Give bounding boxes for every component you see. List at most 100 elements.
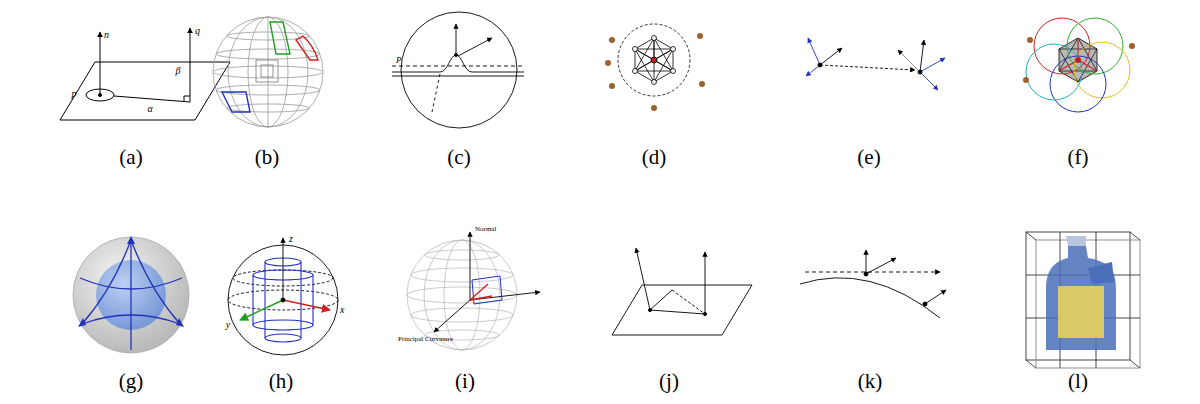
surface-bump-c-part	[392, 76, 524, 77]
curve-tangent-k-part	[866, 250, 867, 274]
wireframe-sphere-b-part	[296, 36, 318, 60]
wireframe-sphere-b-part	[248, 17, 288, 127]
local-frame-sphere-i-part	[407, 240, 517, 350]
plane-geometry-a-part	[100, 32, 101, 95]
panel-label: (d)	[642, 147, 667, 168]
vector-symbol: q	[195, 26, 200, 36]
voxel-grid-l-part	[1046, 246, 1116, 350]
axis-label: y	[226, 320, 230, 330]
axes-sphere-h-part	[283, 238, 284, 300]
panel-label: (b)	[255, 147, 280, 168]
plane-symbol: P	[396, 56, 402, 65]
voxel-grid-l-part	[1066, 236, 1086, 246]
covering-circles-f-part	[1075, 57, 1081, 63]
surface-bump-c-part	[401, 12, 517, 128]
wireframe-sphere-b-part	[213, 66, 323, 78]
voxel-grid-l	[1026, 232, 1140, 368]
neighbour-graph-d-part	[697, 33, 703, 39]
nested-spheres-g	[73, 236, 189, 353]
plane-geometry-a-part	[190, 28, 191, 102]
neighbour-graph-d-part	[651, 57, 657, 63]
voxel-grid-l-part	[1130, 360, 1140, 368]
plane-pair-j-part	[672, 290, 705, 314]
panel-label: (l)	[1068, 371, 1088, 392]
wireframe-sphere-b-part	[227, 104, 309, 112]
local-frame-sphere-i-part	[470, 292, 540, 300]
surface-bump-c-part	[456, 24, 457, 55]
nested-spheres-g-part	[78, 236, 184, 327]
neighbour-graph-d-part	[609, 37, 615, 43]
local-frame-sphere-i-part	[444, 240, 480, 350]
plane-pair-j-part	[612, 285, 752, 335]
voxel-grid-l-part	[1026, 360, 1036, 368]
local-frame-sphere-i-part	[424, 240, 500, 350]
axes-sphere-h-part	[281, 298, 285, 302]
local-frame-sphere-i	[407, 232, 540, 350]
panel-label: (f)	[1068, 147, 1089, 168]
curve-tangent-k-part	[800, 278, 940, 318]
vector-frame-e-part	[806, 65, 820, 76]
neighbour-graph-d-part	[633, 69, 638, 74]
vector-frame-e-part	[820, 65, 915, 70]
angle-symbol: β	[176, 66, 181, 76]
panel-label: (k)	[858, 371, 883, 392]
plane-geometry-a-part	[99, 94, 102, 97]
neighbour-graph-d-part	[651, 105, 657, 111]
voxel-grid-l-part	[1026, 232, 1140, 368]
surface-bump-c-part	[455, 54, 458, 57]
voxel-grid-l-part	[1026, 232, 1036, 240]
curve-tangent-k-part	[805, 272, 940, 273]
axes-sphere-h-part	[264, 262, 265, 338]
plane-pair-j-part	[636, 248, 650, 310]
covering-circles-f-part	[1026, 44, 1082, 100]
neighbour-graph-d-part	[633, 47, 638, 52]
neighbour-graph-d-part	[605, 60, 611, 66]
plane-pair-j-part	[705, 252, 706, 314]
nested-spheres-g-part	[176, 318, 184, 327]
local-frame-sphere-i-part	[434, 232, 540, 332]
neighbour-graph-d	[605, 24, 705, 111]
covering-circles-f-part	[1059, 38, 1097, 71]
axes-sphere-h	[228, 238, 338, 355]
axes-sphere-h-part	[300, 262, 301, 338]
voxel-grid-l-part	[1058, 286, 1104, 338]
wireframe-sphere-b-part	[228, 17, 308, 127]
wireframe-sphere-b-part	[216, 85, 320, 95]
local-frame-sphere-i-part	[425, 250, 499, 260]
axis-label: Normal	[475, 226, 496, 233]
axes-sphere-h-part	[265, 334, 301, 342]
wireframe-sphere-b-part	[256, 60, 278, 82]
plane-geometry-a-part	[114, 96, 190, 102]
covering-circles-f-part	[1050, 56, 1106, 112]
panel-label: (i)	[455, 371, 475, 392]
panel-label: (e)	[857, 147, 880, 168]
voxel-grid-l-part	[1088, 262, 1114, 284]
neighbour-graph-d-part	[652, 80, 657, 85]
wireframe-sphere-b-part	[261, 65, 273, 77]
neighbour-graph-d-part	[618, 24, 690, 96]
wireframe-sphere-b-part	[213, 17, 323, 127]
angle-symbol: α	[147, 104, 152, 114]
curve-tangent-k	[800, 250, 946, 318]
neighbour-graph-d-part	[699, 81, 705, 87]
point-symbol: p	[72, 89, 77, 99]
covering-circles-f-part	[1027, 37, 1033, 43]
surface-bump-c-part	[392, 66, 524, 67]
voxel-grid-l-part	[1026, 232, 1130, 360]
axes-sphere-h-part	[283, 300, 330, 310]
axes-sphere-h-part	[253, 320, 313, 330]
local-frame-sphere-i-part	[470, 296, 492, 300]
axes-sphere-h-part	[252, 275, 253, 325]
surface-bump-c-part	[392, 55, 524, 72]
plane-pair-j	[612, 248, 752, 335]
curve-tangent-k-part	[864, 272, 868, 276]
wireframe-sphere-b-part	[222, 92, 250, 112]
wireframe-sphere-b-part	[268, 17, 269, 127]
vector-frame-e-part	[818, 63, 822, 67]
local-frame-sphere-i-part	[411, 268, 513, 282]
plane-pair-j-part	[648, 308, 651, 311]
vector-frame-e-part	[918, 70, 922, 74]
neighbour-graph-d-part	[635, 38, 673, 82]
plane-geometry-a	[60, 28, 230, 120]
curve-tangent-k-part	[925, 290, 946, 304]
